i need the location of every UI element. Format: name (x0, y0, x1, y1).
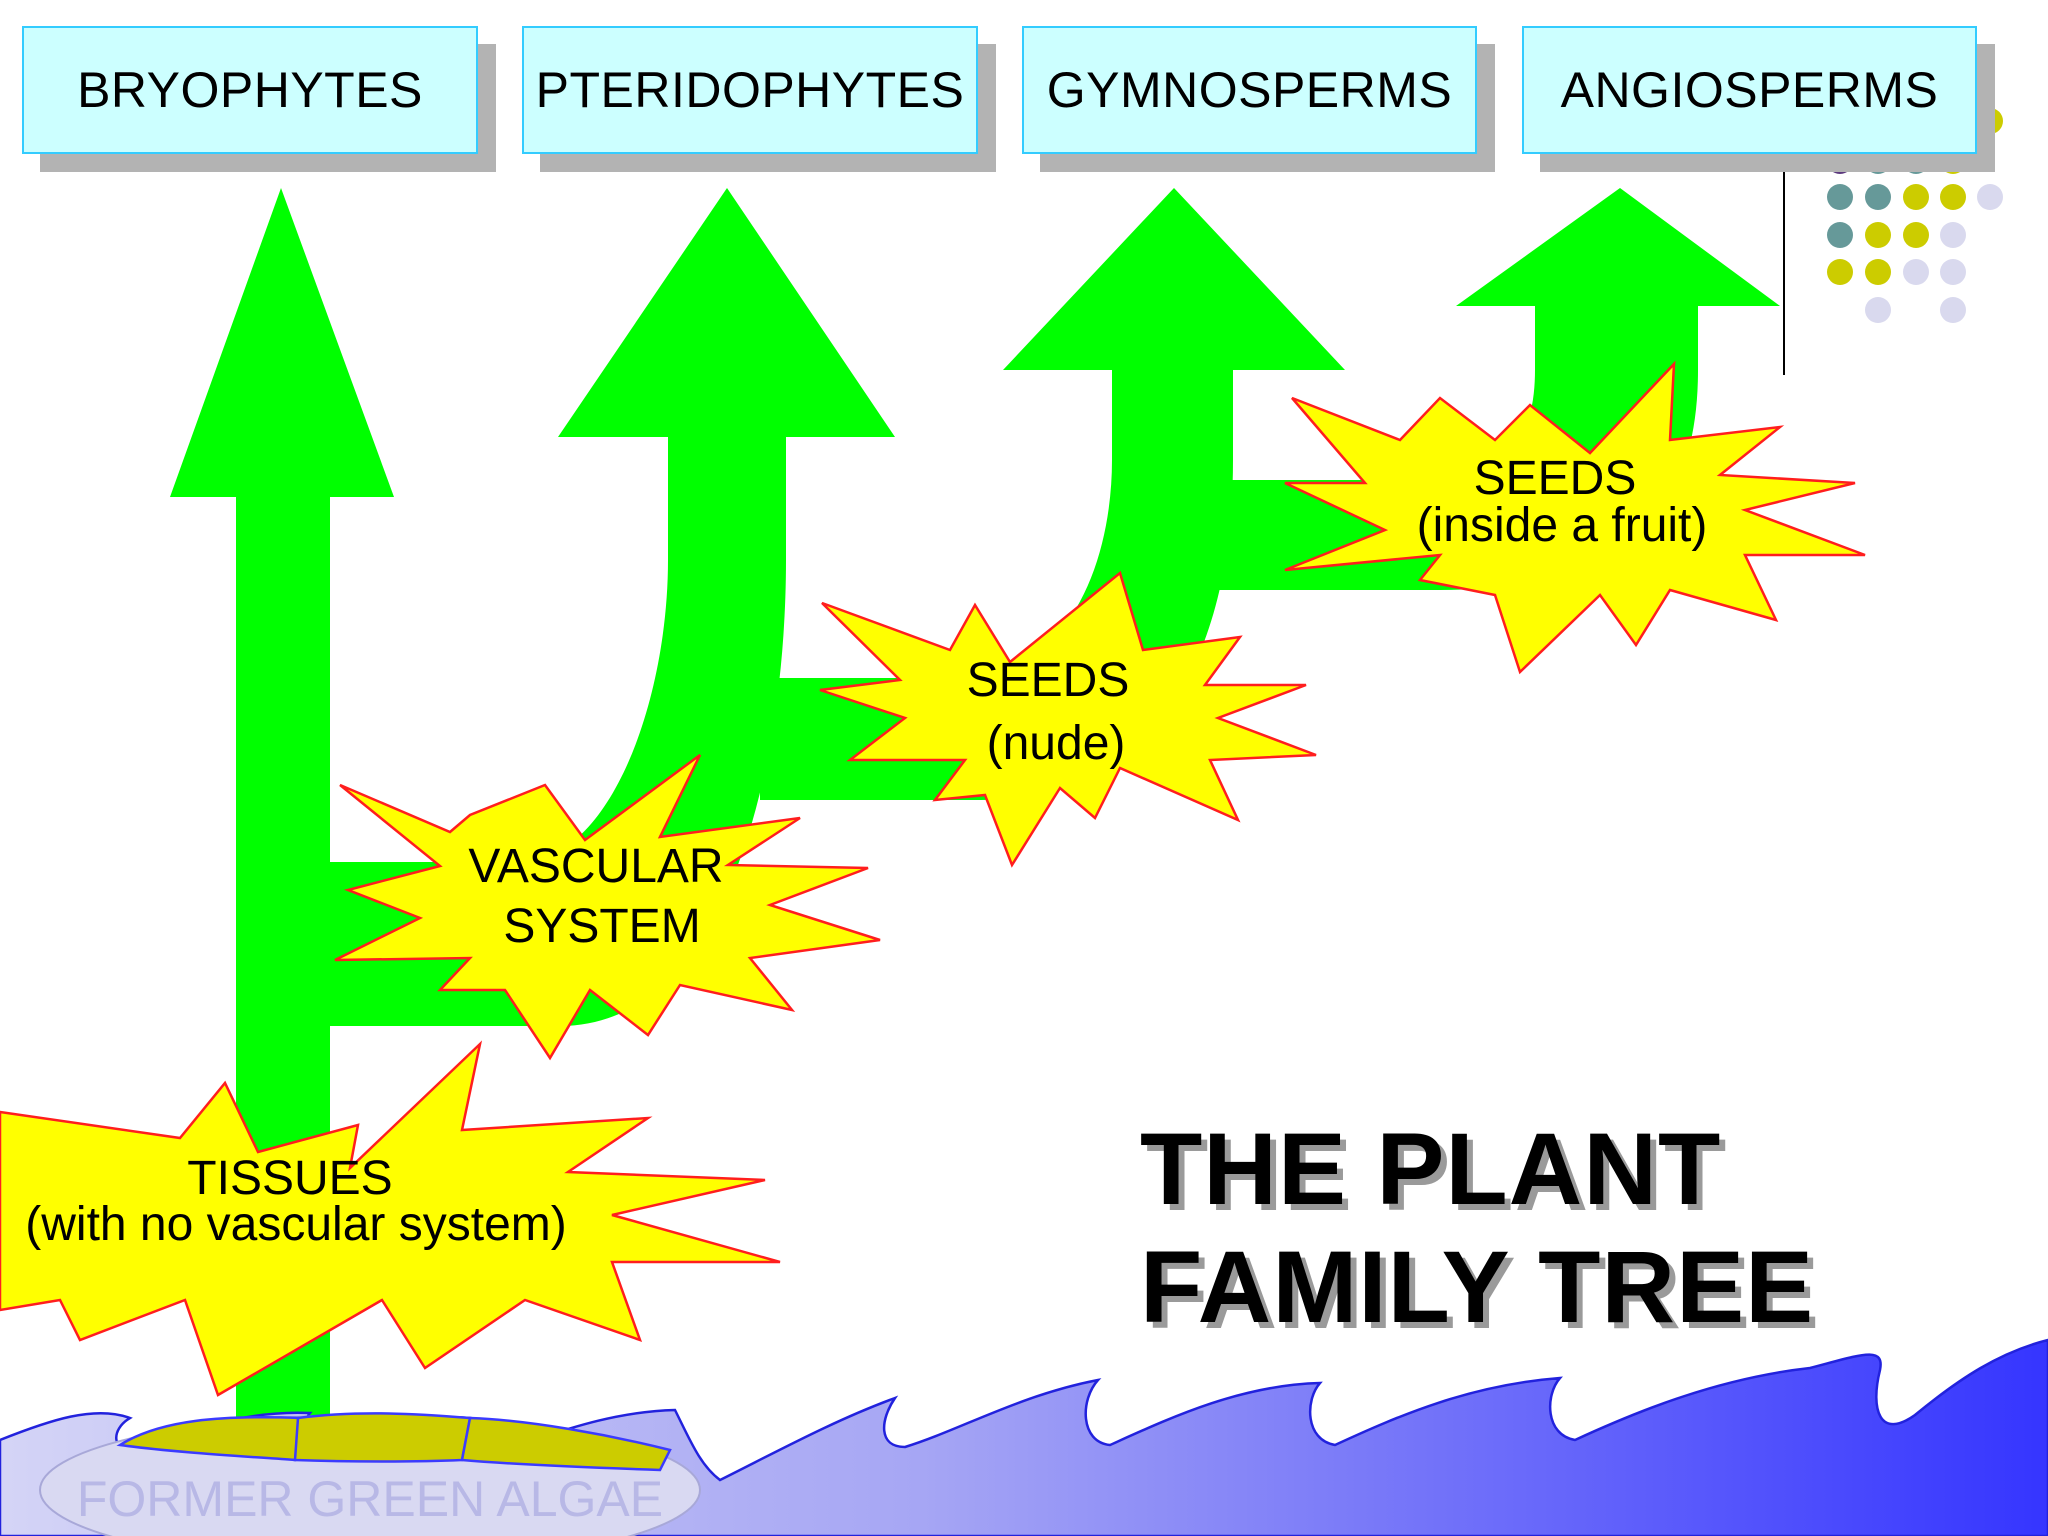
tissues-label: TISSUES (187, 1152, 392, 1205)
group-label-pteridophytes: PTERIDOPHYTES (535, 62, 965, 118)
slide-title: THE PLANT FAMILY TREE (1140, 1110, 1814, 1346)
tissues-sublabel: (with no vascular system) (25, 1198, 566, 1251)
vascular-label: VASCULAR (468, 840, 723, 893)
group-box-angiosperms: ANGIOSPERMS (1522, 26, 1977, 154)
burst-tissues (0, 1040, 781, 1397)
burst-seeds-nude (819, 570, 1317, 868)
burst-seeds-fruit (1284, 360, 1866, 675)
arrow-pteridophytes (330, 188, 895, 1026)
title-line-2: FAMILY TREE (1140, 1230, 1815, 1344)
group-label-bryophytes: BRYOPHYTES (77, 62, 423, 118)
group-label-angiosperms: ANGIOSPERMS (1560, 62, 1939, 118)
title-line-1: THE PLANT (1140, 1112, 1722, 1226)
burst-vascular (334, 753, 881, 1061)
seeds-fruit-label: SEEDS (1474, 452, 1637, 505)
group-box-pteridophytes: PTERIDOPHYTES (522, 26, 978, 154)
group-label-gymnosperms: GYMNOSPERMS (1046, 62, 1453, 118)
algae-label: FORMER GREEN ALGAE (77, 1471, 663, 1527)
trait-bursts (0, 360, 1866, 1397)
vascular-sublabel: SYSTEM (503, 900, 700, 953)
seeds-fruit-sublabel: (inside a fruit) (1417, 499, 1708, 552)
group-box-gymnosperms: GYMNOSPERMS (1022, 26, 1477, 154)
algae-origin: FORMER GREEN ALGAE (39, 1412, 701, 1536)
seeds-nude-sublabel: (nude) (987, 717, 1126, 770)
group-box-bryophytes: BRYOPHYTES (22, 26, 478, 154)
arrow-bryophytes (170, 188, 394, 1440)
decorative-dot-grid (1783, 108, 2003, 375)
seeds-nude-label: SEEDS (967, 654, 1130, 707)
trait-labels: TISSUES (with no vascular system) VASCUL… (25, 452, 1707, 1251)
